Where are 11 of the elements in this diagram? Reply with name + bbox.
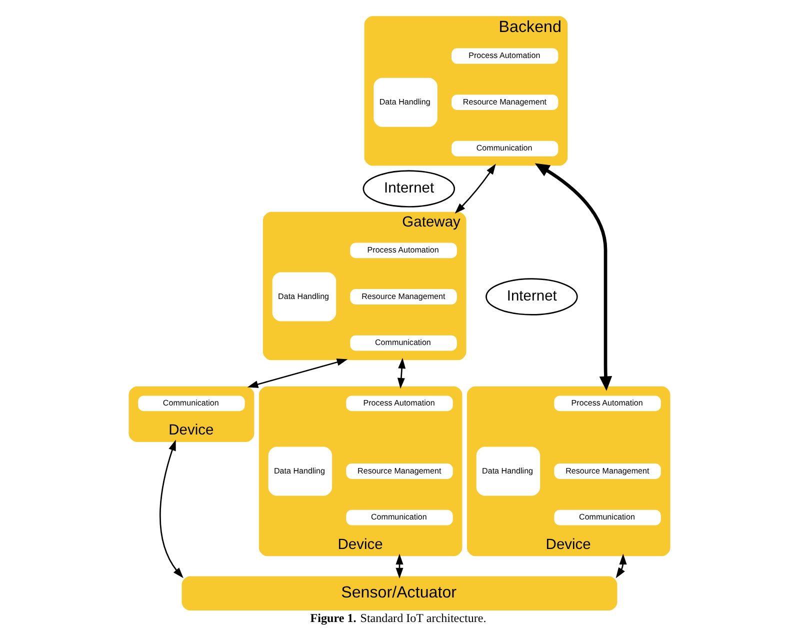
arrow (454, 164, 496, 214)
arrow (396, 554, 404, 579)
arrow (247, 358, 348, 388)
arrow (397, 358, 406, 389)
arrow (534, 163, 612, 391)
arrow (616, 554, 627, 578)
node-ellipse: Internet (362, 170, 456, 208)
node-box: Sensor/Actuator (182, 576, 618, 610)
arrow (160, 440, 184, 578)
caption: Figure 1. Standard IoT architecture. (310, 610, 486, 625)
node-ellipse: Internet (486, 278, 578, 316)
